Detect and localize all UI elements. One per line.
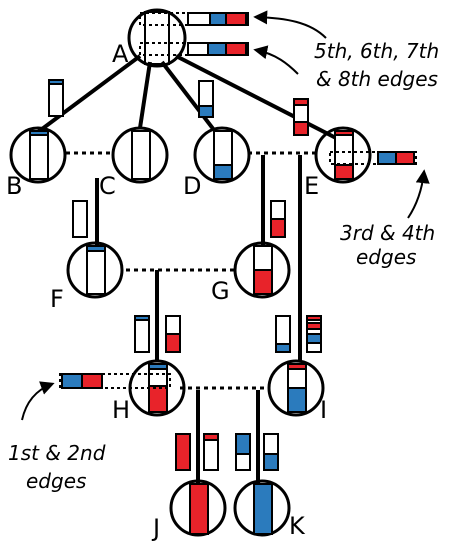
annotation-top-line-1: 5th, 6th, 7th (314, 39, 439, 63)
node-label-i: I (320, 396, 327, 424)
node-i-bar (287, 363, 307, 413)
node-b-bar (29, 130, 49, 180)
edge-bar-f-h-2 (165, 315, 181, 353)
edge-a-b (36, 54, 142, 134)
tree-edges (36, 54, 337, 484)
edge-bar-h-j-2 (203, 433, 219, 471)
node-b-circle (9, 126, 67, 184)
edge-bar-h-k-1 (235, 433, 251, 471)
annotation-right-line-2: edges (356, 245, 416, 269)
top-edge-bar-upper (187, 12, 249, 26)
edge-bar-c-f (72, 200, 88, 238)
node-label-b: B (6, 172, 22, 200)
node-label-a: A (112, 40, 129, 68)
node-f-circle (66, 241, 124, 299)
node-f-bar (86, 245, 106, 295)
annotation-left-line-1: 1st & 2nd (8, 441, 106, 465)
edge-bar-a-d (198, 80, 214, 118)
edge-a-e (175, 54, 337, 140)
annotation-top-line-2: & 8th edges (316, 67, 438, 91)
node-label-h: H (112, 396, 130, 424)
annotations: 5th, 6th, 7th & 8th edges 3rd & 4th edge… (8, 39, 439, 493)
node-label-g: G (211, 277, 230, 305)
node-bars (29, 130, 354, 535)
node-label-k: K (289, 512, 306, 540)
edge-bars (48, 79, 322, 471)
edge-bar-e-i-1 (275, 315, 291, 353)
node-label-e: E (304, 172, 319, 200)
sibling-edges (66, 151, 316, 390)
node-label-j: J (151, 514, 160, 541)
node-a-circle (127, 8, 187, 68)
edge-bar-f-h-1 (134, 315, 150, 353)
node-g-bar (253, 245, 273, 295)
annotation-arrows (21, 10, 430, 421)
edge-bar-h-k-2 (263, 433, 279, 471)
node-h-side-bar (59, 373, 171, 389)
node-e-side-bar (329, 151, 417, 165)
node-e-circle (314, 126, 372, 184)
node-c-circle (111, 126, 169, 184)
edge-bar-d-g (270, 200, 286, 238)
edge-bar-h-j-1 (175, 433, 191, 471)
arrow-to-h-bar (21, 381, 55, 421)
arrow-to-lower-bar (253, 45, 299, 75)
node-label-f: F (50, 285, 64, 313)
edge-bar-e-i-2 (306, 315, 322, 353)
node-d-circle (193, 126, 251, 184)
annotation-left-line-2: edges (26, 469, 86, 493)
node-label-c: C (99, 172, 116, 200)
edge-bar-a-b (48, 79, 64, 117)
node-label-d: D (183, 172, 201, 200)
node-h-bar (148, 363, 168, 413)
node-d-bar (213, 130, 233, 180)
node-g-circle (233, 241, 291, 299)
arrow-to-e-bar (407, 169, 430, 219)
node-i-circle (267, 359, 325, 417)
node-circles (9, 8, 372, 537)
edge-bar-a-e (293, 98, 309, 136)
arrow-to-upper-bar (253, 10, 327, 39)
annotation-right-line-1: 3rd & 4th (340, 221, 435, 245)
edge-a-c (138, 61, 152, 129)
node-j-bar (189, 483, 209, 535)
top-edge-bar-lower (187, 42, 249, 56)
horizontal-bars (59, 12, 417, 389)
node-labels: A B C D E F G H I J K (6, 40, 327, 541)
node-e-bar (334, 130, 354, 180)
edge-a-d (160, 60, 216, 132)
node-k-bar (253, 483, 273, 535)
node-c-bar (131, 130, 151, 180)
